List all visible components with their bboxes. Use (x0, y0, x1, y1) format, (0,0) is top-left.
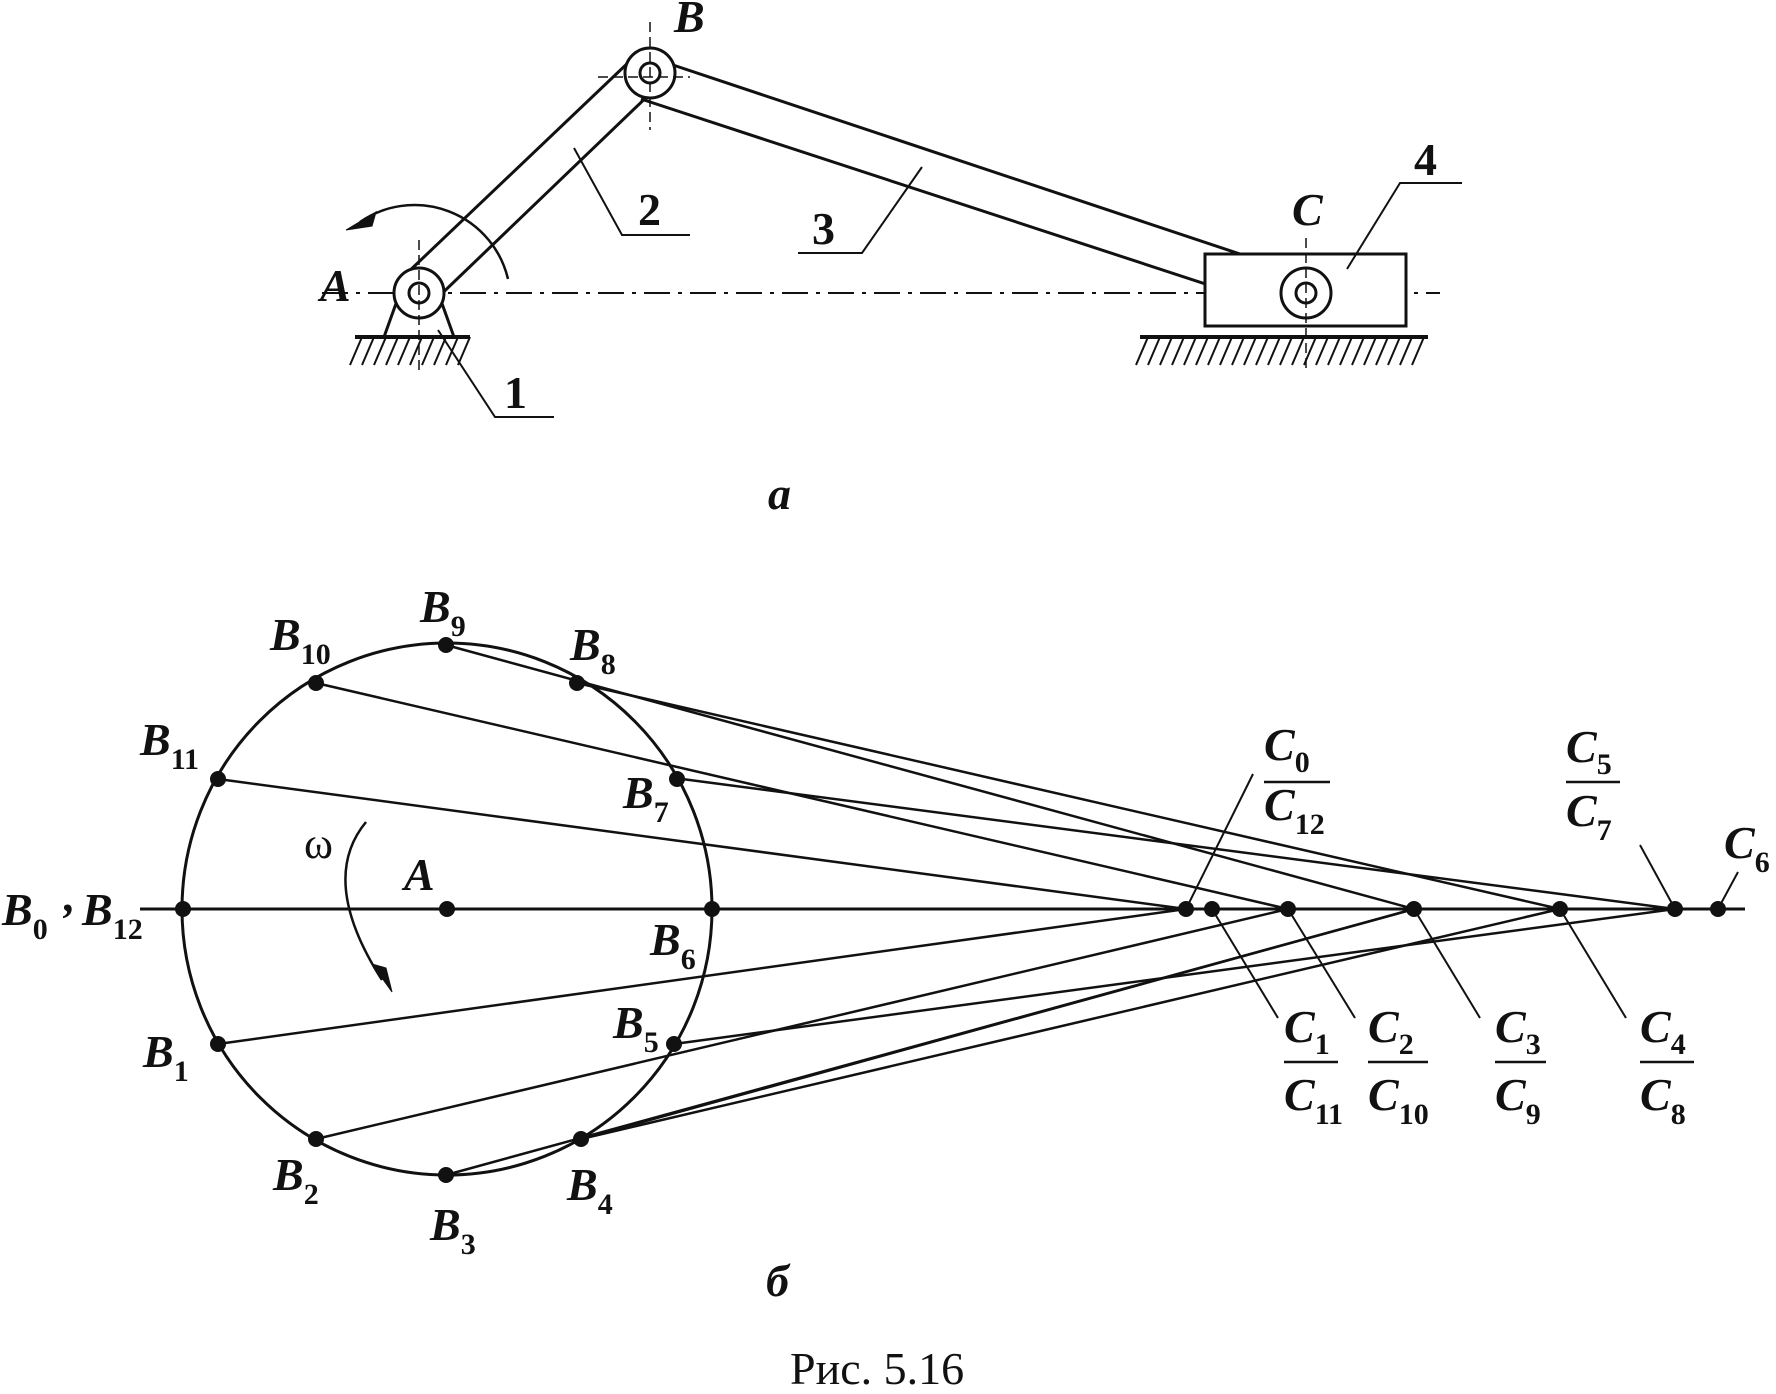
rotation-arrowhead-icon (345, 210, 377, 231)
leader-2 (573, 147, 690, 236)
label-b12: B12 (81, 884, 143, 946)
svg-text:C10: C10 (1368, 1069, 1429, 1131)
point-b8 (569, 675, 585, 691)
omega-symbol: ω (304, 819, 333, 868)
leader-4 (1346, 182, 1462, 270)
point-b1 (210, 1036, 226, 1052)
c-pair-5-7: C5 C7 (1566, 721, 1612, 847)
label-b: B (673, 0, 705, 42)
crank-edge (402, 58, 633, 278)
joint-b (598, 22, 690, 130)
joint-a (392, 240, 446, 370)
figure-b-labels: A ω B0 , B12 B1 B2 B3 B4 B5 B6 B7 B8 B9 … (1, 581, 1770, 1306)
ground-hatch-slider (1135, 336, 1425, 366)
label-b4: B4 (566, 1159, 613, 1221)
svg-text:C7: C7 (1566, 785, 1612, 847)
point-b7 (669, 771, 685, 787)
label-b10: B10 (269, 609, 331, 671)
point-b3 (438, 1167, 454, 1183)
rotation-arc (359, 203, 510, 280)
point-c2 (1280, 901, 1296, 917)
svg-text:C0: C0 (1264, 719, 1310, 779)
label-b8: B8 (569, 619, 616, 681)
link-number-3: 3 (812, 203, 835, 254)
point-c6 (1710, 901, 1726, 917)
point-b2 (308, 1131, 324, 1147)
point-b10 (308, 675, 324, 691)
label-b2: B2 (272, 1149, 319, 1211)
point-c0 (1178, 901, 1194, 917)
rod-edge (654, 57, 1313, 280)
c-pair-0-12: C0 C12 (1264, 719, 1325, 841)
label-c: C (1292, 184, 1324, 235)
point-b6 (704, 901, 720, 917)
label-b0: B0 (1, 884, 48, 946)
ground-hatch-a (349, 336, 471, 366)
point-b11 (210, 771, 226, 787)
label-b3: B3 (429, 1199, 476, 1261)
leader-3 (798, 166, 923, 254)
link-number-2: 2 (638, 184, 661, 235)
figure-b-points (175, 637, 1726, 1183)
omega-arc (344, 821, 384, 981)
label-b7: B7 (622, 767, 669, 829)
point-c4 (1552, 901, 1568, 917)
label-b0-separator: , (63, 870, 76, 921)
omega-arrowhead-icon (370, 963, 393, 993)
figure-a (322, 22, 1462, 418)
svg-text:C8: C8 (1640, 1069, 1686, 1131)
point-b4 (573, 1131, 589, 1147)
point-b5 (666, 1036, 682, 1052)
figure-a-sublabel: а (768, 468, 791, 519)
c-fraction-bars (1264, 780, 1694, 1064)
c-pair-2-10: C2 C10 (1368, 1001, 1429, 1131)
svg-text:C3: C3 (1495, 1001, 1541, 1061)
label-b6: B6 (649, 914, 696, 976)
link-number-1: 1 (504, 367, 527, 418)
label-b1: B1 (142, 1026, 189, 1088)
leader-1 (437, 329, 554, 418)
crank-edge (429, 86, 658, 306)
label-b5: B5 (612, 997, 659, 1059)
point-b0 (175, 901, 191, 917)
label-a: A (317, 260, 351, 311)
label-b9: B9 (419, 581, 466, 643)
svg-text:C4: C4 (1640, 1001, 1686, 1061)
joint-c (1279, 238, 1333, 370)
link-number-4: 4 (1414, 134, 1437, 185)
figure-b (140, 641, 1745, 1177)
svg-text:C11: C11 (1284, 1069, 1343, 1131)
point-c5 (1667, 901, 1683, 917)
point-b9 (438, 637, 454, 653)
c-pair-1-11: C1 C11 (1284, 1001, 1343, 1131)
figure-caption: Рис. 5.16 (790, 1343, 964, 1394)
point-c1 (1204, 901, 1220, 917)
point-c3 (1406, 901, 1422, 917)
c-pair-4-8: C4 C8 (1640, 1001, 1686, 1131)
rod-edge (640, 97, 1298, 316)
label-b11: B11 (139, 714, 199, 776)
svg-text:C1: C1 (1284, 1001, 1330, 1061)
svg-text:C9: C9 (1495, 1069, 1541, 1131)
figure-a-labels: A B C 1 2 3 4 а (317, 0, 1437, 519)
label-c6: C6 (1724, 817, 1770, 879)
rod-positions (217, 643, 1676, 1177)
c-pair-3-9: C3 C9 (1495, 1001, 1541, 1131)
c-leaders (1185, 773, 1739, 1019)
svg-text:C5: C5 (1566, 721, 1612, 781)
svg-text:C2: C2 (1368, 1001, 1414, 1061)
figure-b-sublabel: б (766, 1255, 791, 1306)
point-a (439, 901, 455, 917)
label-a-center: A (401, 849, 435, 900)
svg-text:C12: C12 (1264, 779, 1325, 841)
